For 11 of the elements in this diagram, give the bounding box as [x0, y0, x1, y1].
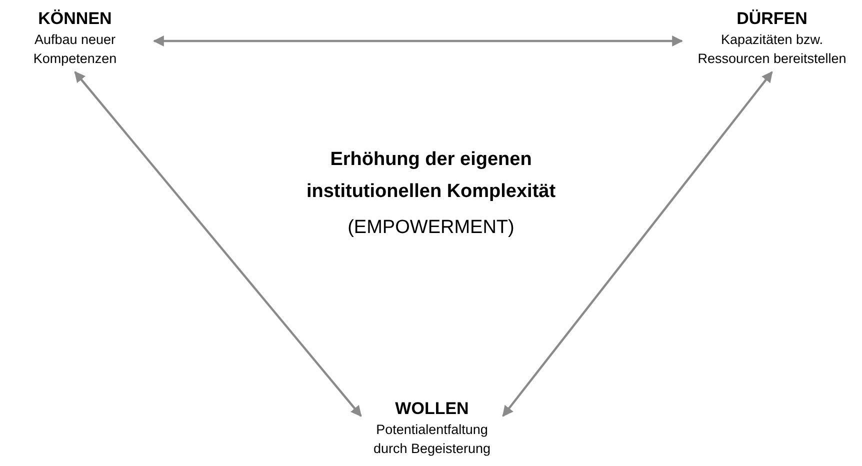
node-title: DÜRFEN [736, 8, 808, 30]
double-arrow [502, 71, 773, 417]
node-title: WOLLEN [395, 398, 469, 420]
double-arrow [74, 71, 362, 417]
node-description: Aufbau neuer Kompetenzen [32, 31, 118, 68]
node-description: Kapazitäten bzw. Ressourcen bereitstellen [696, 31, 848, 68]
node-description: Potentialentfaltung durch Begeisterung [372, 421, 492, 458]
node-title: KÖNNEN [38, 8, 112, 30]
central-subheading: (EMPOWERMENT) [348, 216, 514, 240]
double-arrow [152, 36, 684, 46]
central-heading: Erhöhung der eigenen institutionellen Komplexität [305, 148, 557, 204]
